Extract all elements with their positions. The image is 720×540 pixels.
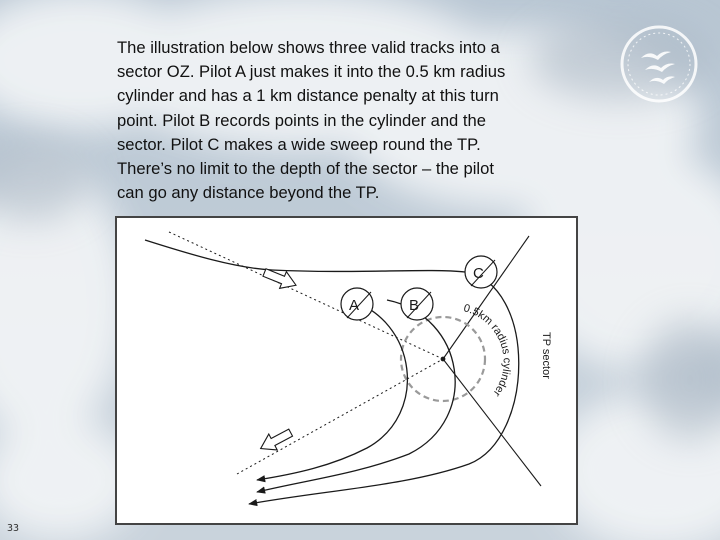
caption-line: The illustration below shows three valid… [117, 38, 500, 57]
tp-sector-line-lower [442, 358, 542, 487]
pilot-label-a: A [349, 297, 359, 314]
caption-line: cylinder and has a 1 km distance penalty… [117, 86, 499, 106]
turnpoint-dot [440, 356, 446, 362]
caption-line: sector. Pilot C makes a wide sweep round… [117, 134, 481, 154]
cylinder-label: 0.5km radius cylinder [462, 302, 513, 399]
caption-line: There’s no limit to the depth of the sec… [117, 159, 494, 179]
cylinder-circle [399, 315, 487, 403]
slide-caption: The illustration below shows three valid… [117, 36, 597, 205]
turnpoint-diagram: A B C 0.5km radius cylinder TP sector [115, 216, 578, 525]
sector-boundary-lower [236, 358, 444, 475]
pilot-marker-c: C [464, 255, 498, 289]
arrow-out-icon [259, 428, 294, 451]
caption-line: can go any distance beyond the TP. [117, 183, 380, 203]
cylinder-label-text: 0.5km radius cylinder [462, 302, 513, 399]
pilot-label-b: B [409, 297, 419, 314]
arrow-in-icon [262, 268, 297, 290]
caption-line: point. Pilot B records points in the cyl… [117, 110, 486, 130]
tp-sector-line-upper [442, 235, 530, 360]
sector-label: TP sector [540, 332, 552, 379]
sector-boundary-upper [168, 231, 444, 360]
track-b [256, 299, 456, 494]
gliders-emblem-icon [620, 25, 698, 103]
pilot-marker-b: B [400, 287, 434, 321]
track-a [256, 299, 409, 483]
page-number: 33 [7, 523, 20, 534]
caption-line: sector OZ. Pilot A just makes it into th… [117, 62, 506, 82]
pilot-label-c: C [473, 265, 484, 282]
track-c [144, 239, 520, 507]
pilot-marker-a: A [340, 287, 374, 321]
turnpoint-diagram-drawing: A B C 0.5km radius cylinder TP sector [144, 231, 552, 507]
